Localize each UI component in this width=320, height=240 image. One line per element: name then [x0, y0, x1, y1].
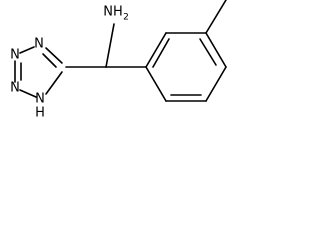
- ring-nitrogen-n3: N: [10, 48, 20, 63]
- bond-n1-c5: [45, 71, 63, 95]
- ring-nitrogen-hydrogen: H: [35, 106, 45, 121]
- bond-ch-nh2: [105, 23, 115, 68]
- ring-nitrogen-n2: N: [10, 81, 20, 96]
- benzene-double-2: [199, 38, 217, 66]
- amine-label: NH: [103, 5, 123, 20]
- chemical-structure-diagram: NH 2 N N N N H: [10, 0, 227, 121]
- benzene-ring: [145, 32, 227, 102]
- amine-subscript: 2: [123, 13, 129, 23]
- benzene-bond-4: [205, 66, 227, 102]
- benzene-bond-3: [205, 32, 227, 68]
- bond-c5-n4: [45, 47, 63, 64]
- bond-n2-n1: [19, 89, 37, 98]
- bond-c5-n4-double: [42, 53, 57, 68]
- ring-nitrogen-n1: N: [35, 92, 45, 107]
- bond-n4-n3: [19, 46, 35, 54]
- bond-methyl: [205, 0, 227, 34]
- benzene-double-1: [152, 38, 170, 68]
- amine-group: NH 2: [103, 5, 129, 23]
- ring-nitrogen-n4: N: [34, 37, 44, 52]
- tetrazole-ring: [14, 46, 63, 98]
- benzene-bond-1: [145, 32, 167, 68]
- benzene-bond-6: [145, 66, 167, 102]
